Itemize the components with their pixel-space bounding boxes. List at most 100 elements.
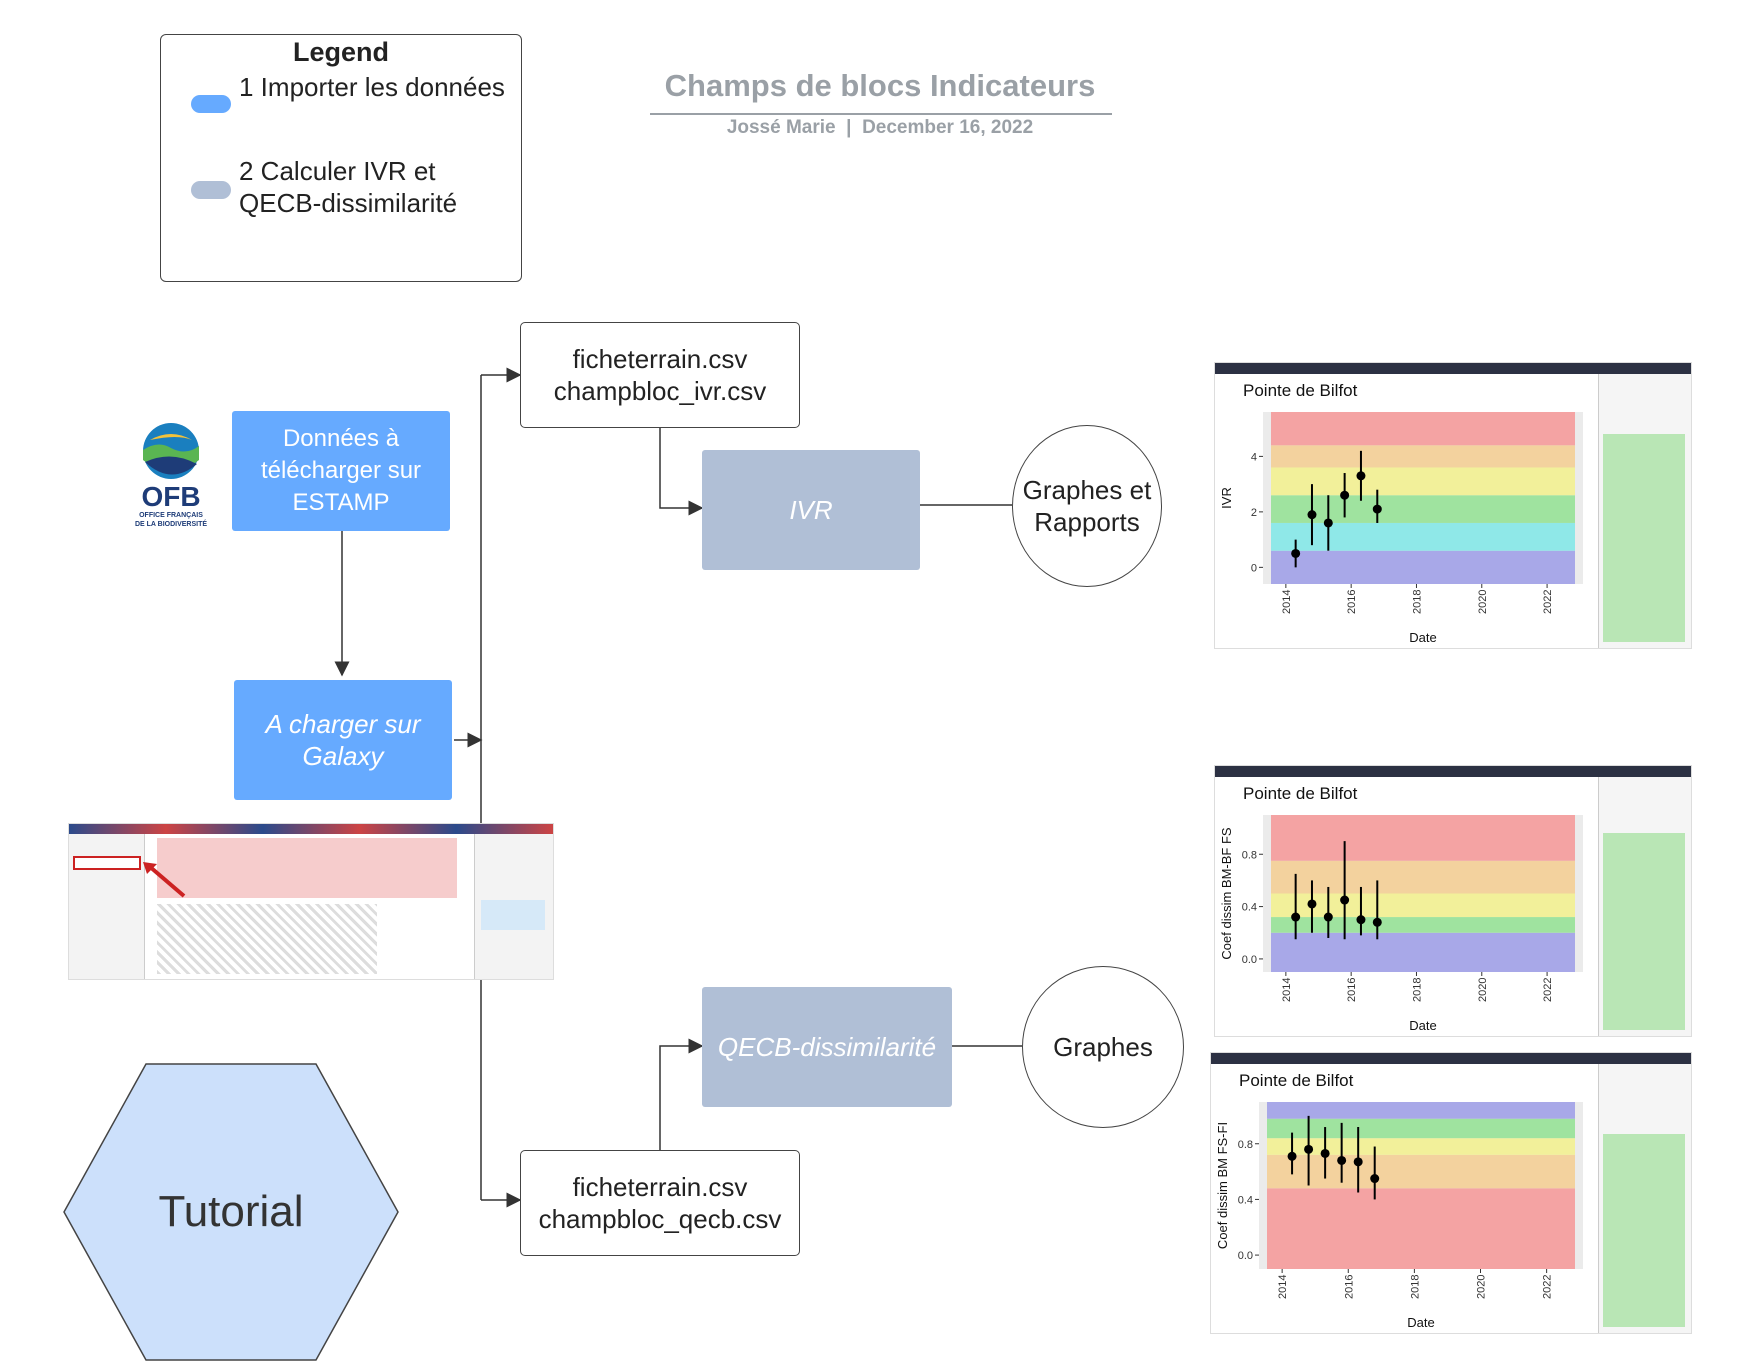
mean-point [1340,490,1350,500]
x-tick-label: 2020 [1476,1275,1488,1299]
chart-title: Pointe de Bilfot [1239,1071,1354,1090]
legend-item-import: 1 Importer les données [239,72,505,102]
y-tick-label: 0.0 [1242,954,1257,966]
threshold-band [1271,932,1575,972]
diagram-subtitle: Jossé Marie | December 16, 2022 [650,117,1110,139]
x-tick-label: 2022 [1542,590,1554,614]
threshold-band [1267,1102,1575,1119]
title-divider [650,113,1112,115]
node-graphes[interactable]: Graphes [1022,966,1184,1128]
x-tick-label: 2014 [1281,978,1293,1002]
graphes-rapports-line2: Rapports [1034,507,1140,537]
galaxy-notice [157,838,457,898]
x-tick-label: 2014 [1281,590,1293,614]
x-tick-label: 2014 [1277,1275,1289,1299]
x-tick-label: 2018 [1409,1275,1421,1299]
galaxy-history-panel [474,834,553,979]
mean-point [1307,510,1317,520]
y-tick-label: 0.4 [1238,1194,1253,1206]
y-tick-label: 0.8 [1242,849,1257,861]
threshold-band [1271,445,1575,468]
galaxy-tool-panel [69,834,145,979]
subtitle-separator: | [846,117,852,138]
qecb-file-1: ficheterrain.csv [572,1172,748,1202]
mean-point [1291,912,1301,922]
mean-point [1287,1151,1297,1161]
tutorial-hexagon[interactable]: Tutorial [62,1062,400,1362]
threshold-band [1271,550,1575,584]
node-qecb[interactable]: QECB-dissimilarité [702,987,952,1107]
upload-button-highlight [73,856,141,870]
chart-title: Pointe de Bilfot [1243,381,1358,400]
screenshot-ivr-history [1598,374,1691,648]
mean-point [1323,518,1333,528]
galaxy-topbar [69,824,553,834]
ivr-file-1: ficheterrain.csv [572,344,748,374]
screenshot-ivr-navbar [1215,363,1691,374]
threshold-band [1271,917,1575,933]
mean-point [1372,504,1382,514]
screenshot-qecb1-navbar [1215,766,1691,777]
graphes-rapports-line1: Graphes et [1022,475,1152,505]
legend-swatch-import [191,95,231,113]
y-axis-label: Coef dissim BM FS-FI [1215,1122,1230,1249]
ivr-file-2: champbloc_ivr.csv [553,376,767,406]
legend-item-calc: 2 Calculer IVR et QECB-dissimilarité [239,156,458,218]
galaxy-screenshot [68,823,554,980]
threshold-band [1267,1188,1575,1269]
legend-title: Legend [292,37,389,67]
mean-point [1323,912,1333,922]
threshold-band [1271,815,1575,861]
ofb-logo: OFB OFFICE FRANÇAIS DE LA BIODIVERSITÉ [128,420,214,530]
x-tick-label: 2018 [1411,590,1423,614]
x-axis-label: Date [1407,1315,1434,1330]
qecb-file-2: champbloc_qecb.csv [538,1204,782,1234]
threshold-band [1267,1138,1575,1155]
x-tick-label: 2022 [1542,1275,1554,1299]
node-graphes-rapports[interactable]: Graphes et Rapports [1012,425,1162,587]
node-ivr[interactable]: IVR [702,450,920,570]
screenshot-qecb2-history [1598,1064,1691,1333]
threshold-band [1267,1118,1575,1139]
node-estamp[interactable]: Données à télécharger sur ESTAMP [232,411,450,531]
screenshot-qecb1-history [1598,777,1691,1036]
y-axis-label: IVR [1219,487,1234,509]
screenshot-qecb2-navbar [1211,1053,1691,1064]
edge-ivrfiles-ivr [659,428,704,516]
mean-point [1356,471,1366,481]
tutorial-label: Tutorial [158,1187,304,1236]
threshold-band [1271,893,1575,918]
mean-point [1356,915,1366,925]
y-axis-label: Coef dissim BM-BF FS [1219,827,1234,960]
threshold-band [1271,860,1575,894]
x-axis-label: Date [1409,1018,1436,1033]
y-tick-label: 0.4 [1242,902,1257,914]
node-galaxy[interactable]: A charger sur Galaxy [234,680,452,800]
y-tick-label: 2 [1251,507,1257,519]
author: Jossé Marie [726,117,836,138]
x-tick-label: 2018 [1411,978,1423,1002]
y-tick-label: 0.8 [1238,1139,1253,1151]
ofb-line2: DE LA BIODIVERSITÉ [135,519,207,528]
threshold-band [1271,412,1575,446]
threshold-band [1271,467,1575,496]
red-arrow-icon [143,862,186,898]
mean-point [1353,1157,1363,1167]
x-axis-label: Date [1409,630,1436,645]
mean-point [1340,895,1350,905]
chart-title: Pointe de Bilfot [1243,784,1358,803]
y-tick-label: 0.0 [1238,1250,1253,1262]
mean-point [1337,1155,1347,1165]
mean-point [1320,1148,1330,1158]
x-tick-label: 2016 [1346,978,1358,1002]
threshold-band [1271,522,1575,551]
node-ivr-files[interactable]: ficheterrain.csv champbloc_ivr.csv [520,322,800,428]
ofb-wordmark: OFB [141,481,200,512]
node-qecb-files[interactable]: ficheterrain.csv champbloc_qecb.csv [520,1150,800,1256]
